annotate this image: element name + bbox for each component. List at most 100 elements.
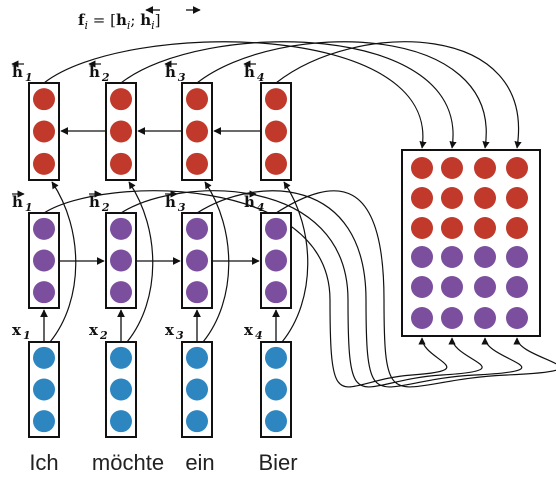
forward-unit-dot [33, 217, 55, 240]
input-unit-dot [110, 410, 132, 433]
matrix-unit-dot [474, 187, 496, 209]
forward-to-matrix-arrow [196, 190, 523, 388]
backward-unit-dot [110, 120, 132, 143]
formula-sub-backward: i [127, 19, 131, 32]
backward-label-2-sub: 2 [101, 71, 110, 84]
forward-label-4-sub: 4 [257, 201, 265, 214]
input-label-3-base: x [165, 321, 175, 339]
formula-sep: ; [130, 11, 140, 29]
forward-unit-dot [265, 217, 287, 240]
annotation-matrix [401, 149, 541, 337]
input-label-4-sub: 4 [255, 329, 263, 342]
word-2: möchte [92, 450, 164, 475]
input-label-2-sub: 2 [99, 329, 108, 342]
forward-to-matrix-arrow [275, 190, 556, 388]
forward-unit-dot [110, 217, 132, 240]
formula-eq: = [ [88, 11, 116, 29]
forward-unit-dot [186, 281, 208, 304]
forward-unit-dot [265, 281, 287, 304]
matrix-unit-dot [441, 246, 463, 268]
matrix-unit-dot [411, 157, 433, 179]
input-unit-dot [33, 378, 55, 401]
input-unit-dot [33, 410, 55, 433]
formula-close: ] [155, 11, 161, 29]
forward-unit-dot [110, 281, 132, 304]
input-label-3-sub: 3 [176, 329, 184, 342]
matrix-unit-dot [441, 307, 463, 329]
input-to-backward-arrow [126, 181, 154, 343]
matrix-unit-dot [411, 187, 433, 209]
forward-label-4-base: h [244, 193, 255, 211]
matrix-unit-dot [506, 276, 528, 298]
matrix-unit-dot [441, 217, 463, 239]
matrix-unit-dot [506, 187, 528, 209]
forward-label-2-base: h [89, 193, 100, 211]
matrix-unit-dot [506, 217, 528, 239]
input-words: Ich möchte ein Bier [29, 450, 297, 475]
forward-label-1-base: h [12, 193, 23, 211]
backward-to-matrix-arrow [275, 41, 522, 149]
forward-label-1-sub: 1 [25, 201, 33, 214]
backward-unit-dot [33, 152, 55, 175]
backward-unit-dot [186, 120, 208, 143]
input-unit-dot [186, 346, 208, 369]
backward-label-4-sub: 4 [257, 71, 265, 84]
forward-label-2-sub: 2 [101, 201, 110, 214]
formula-lhs: f [78, 11, 86, 29]
input-unit-dot [186, 378, 208, 401]
input-unit-dot [265, 346, 287, 369]
backward-label-4-base: h [244, 63, 255, 81]
backward-label-3-base: h [165, 63, 176, 81]
backward-unit-dot [186, 88, 208, 111]
formula-h-forward: h [140, 11, 151, 29]
input-label-1-sub: 1 [23, 329, 31, 342]
backward-label-1-sub: 1 [25, 71, 33, 84]
matrix-unit-dot [506, 246, 528, 268]
word-3: ein [185, 450, 214, 475]
input-label-1-base: x [12, 321, 22, 339]
backward-label-2-base: h [89, 63, 100, 81]
matrix-unit-dot [474, 276, 496, 298]
matrix-unit-dot [474, 157, 496, 179]
formula-lhs-sub: i [84, 19, 88, 32]
matrix-unit-dot [474, 217, 496, 239]
forward-label-3-base: h [165, 193, 176, 211]
matrix-unit-dot [411, 246, 433, 268]
backward-unit-dot [186, 152, 208, 175]
word-4: Bier [258, 450, 297, 475]
matrix-unit-dot [441, 276, 463, 298]
forward-label-3-sub: 3 [178, 201, 186, 214]
matrix-unit-dot [506, 157, 528, 179]
matrix-unit-dot [474, 246, 496, 268]
input-unit-dot [265, 378, 287, 401]
input-label-2-base: x [89, 321, 99, 339]
word-1: Ich [29, 450, 58, 475]
encoder-columns [28, 82, 292, 438]
input-unit-dot [110, 378, 132, 401]
input-to-backward-arrow [281, 181, 309, 343]
backward-unit-dot [33, 120, 55, 143]
formula: fi = [hi; hi] [78, 6, 201, 32]
input-unit-dot [110, 346, 132, 369]
input-label-4-base: x [244, 321, 254, 339]
matrix-unit-dot [441, 157, 463, 179]
forward-unit-dot [186, 217, 208, 240]
matrix-box [401, 149, 541, 337]
forward-unit-dot [110, 249, 132, 272]
formula-h-backward: h [116, 11, 127, 29]
svg-text:fi = [hi; hi]: fi = [hi; hi] [78, 11, 161, 32]
backward-to-matrix-arrow [120, 41, 457, 149]
backward-label-3-sub: 3 [178, 71, 186, 84]
backward-unit-dot [33, 88, 55, 111]
backward-unit-dot [265, 88, 287, 111]
